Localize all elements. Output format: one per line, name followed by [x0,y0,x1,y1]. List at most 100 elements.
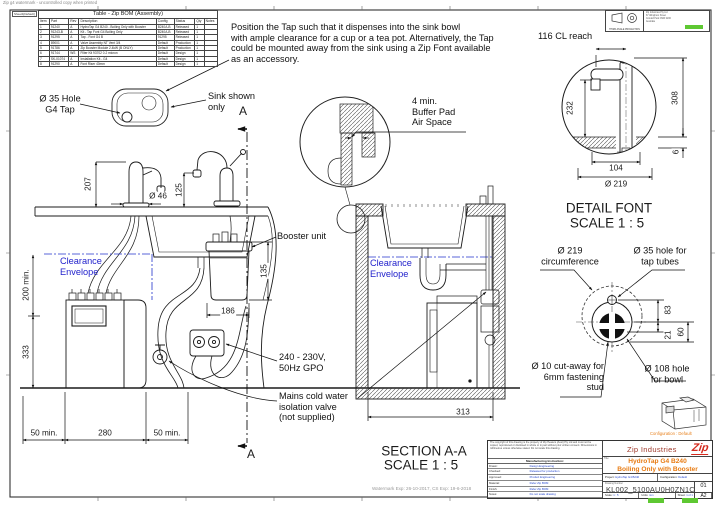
buffer-pad-callout: 4 min. Buffer Pad Air Space [412,96,456,128]
section-marker-bottom: A [246,447,256,461]
title-block-right: Zip Industries Zip Title: HydroTap G4 B2… [603,441,712,499]
dim-280: 280 [97,428,113,438]
title-block-field: Material:Refer Zip BOM [488,481,602,487]
sheet-size: A2 [700,492,707,499]
font-plan-view [111,88,169,127]
title-block-left: The copyright of this drawing is the pro… [488,441,603,498]
projection-box: THIRD ANGLE PROJECTION Zip Industries Pt… [605,10,710,32]
scale-sheet-cell: Scale: 1 : 5 [603,492,640,498]
dim-125: 125 [174,182,184,198]
rev-label: Rev. [701,481,706,484]
detail-scale: SCALE 1 : 5 [569,215,645,231]
section-view [336,185,506,400]
elevation-view [20,149,520,389]
sheet-frame [6,6,715,501]
config-caption: Configuration : Default [650,431,692,436]
status-chip-footer-1 [648,498,664,503]
project-info-cell: Project: HydroTap G4 B240 [603,474,658,481]
status-chip-footer-2 [682,498,698,503]
dim-50min-right: 50 min. [152,428,182,438]
font-detail-view [561,59,657,155]
cl-reach-callout: 116 CL reach [538,31,593,41]
section-line [237,126,248,449]
size-cell: A2 [694,492,712,499]
title-label: Title: [604,457,610,461]
mi-header: Manufacturing Instruction: [488,459,602,464]
dim-135: 135 [259,263,269,279]
clearance-envelope-label-2: Clearance Envelope [370,258,412,279]
cutout-detail-view [576,282,648,354]
dim-207: 207 [83,176,93,192]
cutaway-callout: Ø 10 cut-away for 6mm fastening stud [531,361,604,393]
clearance-envelope-label: Clearance Envelope [60,256,102,277]
title-block-field: Finish:Refer Zip BOM [488,487,602,493]
dim-104: 104 [608,163,624,173]
project-info-cell: Configuration: Default [660,475,688,480]
legal-note: The copyright of this drawing is the pro… [488,441,602,459]
dim-313: 313 [455,407,471,417]
scale-sheet-cell: Units: mm [639,492,676,498]
drawing-title-row: Title: HydroTap G4 B240 Boiling Only wit… [603,457,712,475]
dim-6: 6 [671,148,681,156]
dim-200min: 200 min. [21,268,31,302]
rev-value: 01 [700,482,707,489]
corner-note: Zip g4 watermark - uncontrolled copy whe… [3,0,98,5]
title-block-field: Approved:Product Engineering [488,475,602,481]
dim-232: 232 [565,100,575,116]
config-thumbnail [661,396,707,430]
detail-title: DETAIL FONT [565,200,653,216]
bom-sheet-tab: Sheet1[Default] [12,11,37,17]
tap-tubes-callout: Ø 35 hole for tap tubes [633,245,687,266]
revision-cell: Rev. 01 [694,481,712,492]
booster-callout: Booster unit [277,231,327,241]
company-address: Zip Industries Pty Ltd 67 Allingham Stre… [646,12,671,23]
dim-186: 186 [220,306,236,316]
circumference-callout: Ø 219 circumference [541,245,599,266]
bowl-hole-callout: Ø 108 hole for bowl [644,363,690,384]
dim-46: Ø 46 [148,191,168,201]
title-block: The copyright of this drawing is the pro… [487,440,713,499]
title-block-field: Notes:Do not scale drawing [488,492,602,498]
title-block-field: Drawn:Design Engineering [488,464,602,470]
projection-label: THIRD ANGLE PROJECTION [609,29,640,31]
buffer-pad-detail [299,96,391,206]
zip-logo: Zip [690,442,709,456]
projection-symbol-cell: THIRD ANGLE PROJECTION [606,11,644,31]
section-marker-top: A [238,104,248,118]
company-name: Zip Industries [627,445,677,454]
dim-219: Ø 219 [603,179,629,189]
drawing-title-line1: HydroTap G4 B240 [628,458,687,466]
section-scale: SCALE 1 : 5 [383,457,459,473]
hole-tap-callout: Ø 35 Hole G4 Tap [39,93,81,114]
status-chip-header [685,25,703,29]
dimension-lines [22,47,694,444]
drawing-number: KL002_5100AU0H0ZN1C [606,484,695,494]
dim-50min-left: 50 min. [29,428,59,438]
clearance-envelope-lines [44,253,493,300]
dim-83: 83 [663,304,673,316]
drawing-number-label: Drawing Number [605,481,623,485]
sink-shown-callout: Sink shown only [208,91,255,112]
gpo-callout: 240 - 230V, 50Hz GPO [279,352,326,373]
drawing-number-row: Drawing Number KL002_5100AU0H0ZN1C Rev. … [603,481,712,494]
mains-callout: Mains cold water isolation valve (not su… [279,391,348,423]
watermark-note: Watermark Exp: 26-10-2017, CS Exp: 19-6-… [372,486,472,491]
dim-60: 60 [676,326,686,338]
scale-sheet-cell: Sheet: 1 of 1 [676,492,712,498]
bom-title: Table - Zip BOM (Assembly) [38,9,218,20]
leader-lines [79,59,686,402]
position-note: Position the Tap such that it dispenses … [231,22,494,65]
dim-21: 21 [663,329,673,341]
dim-333: 333 [21,344,31,360]
section-title: SECTION A-A [381,443,467,459]
drawing-title-line2: Boiling Only with Booster [617,466,698,474]
company-row: Zip Industries Zip [603,441,712,458]
